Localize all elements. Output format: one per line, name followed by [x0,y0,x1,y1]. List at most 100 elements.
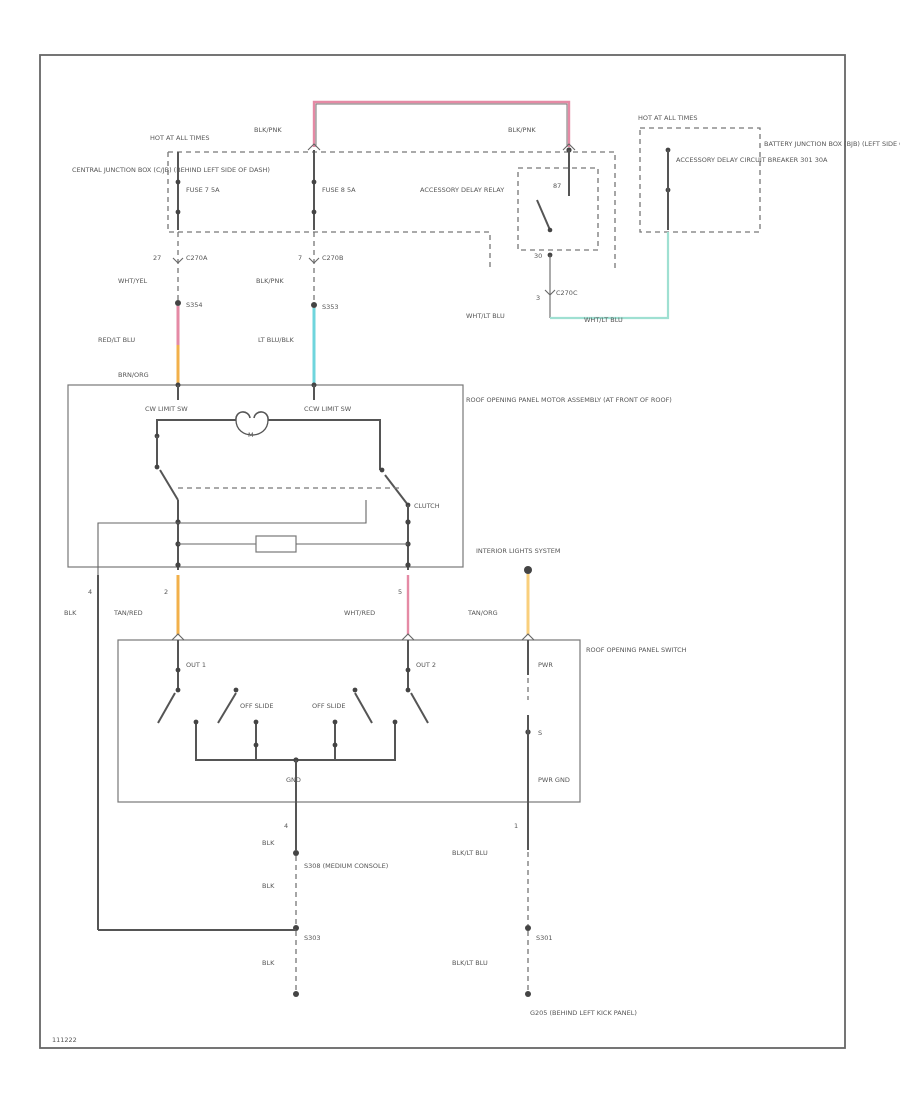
label-out1: OUT 1 [186,661,206,669]
out2-switch-arm-a [410,692,429,724]
label-s354: S354 [186,301,203,309]
label-blk-left: BLK [64,609,77,617]
ground-left-terminal [293,991,299,997]
label-tan-red: TAN/RED [113,609,143,617]
out1-terminal-2 [175,687,181,693]
switch-pin-5-connector [401,633,415,641]
label-motor-assembly: ROOF OPENING PANEL MOTOR ASSEMBLY (AT FR… [466,396,672,404]
label-blk-lt-blu-1: BLK/LT BLU [452,849,488,857]
label-s301: S301 [536,934,553,942]
label-red-lt-blu: RED/LT BLU [98,336,135,344]
label-relay-pin-30: 30 [534,252,542,260]
label-acc-delay-cb: ACCESSORY DELAY CIRCUIT BREAKER 301 30A [676,156,828,164]
out1-switch-arm-b [217,692,237,724]
ccw-limit-arm [384,474,409,506]
label-lamp-s: S [538,729,542,737]
blk-pnk-jumper-wire [312,100,571,147]
figure-code: 111222 [52,1036,77,1044]
accessory-delay-relay-box [517,167,599,251]
left-fuse-terminal-2 [175,209,181,215]
label-out2: OUT 2 [416,661,436,669]
switch-node-4 [392,719,398,725]
splice-s301 [525,925,531,931]
resistor [255,535,297,553]
interior-lights-terminal [524,566,532,574]
label-central-junction-box: CENTRAL JUNCTION BOX (C/JB) (BEHIND LEFT… [72,166,270,174]
off-slide-1-terminal [233,687,239,693]
label-pin-bottom-4: 4 [284,822,288,830]
label-pin-4: 4 [88,588,92,596]
label-hot-at-all-times: HOT AT ALL TIMES [150,134,210,142]
label-blk-lt-blu-2: BLK/LT BLU [452,959,488,967]
label-pwr: PWR [538,661,553,669]
label-c270a: C270A [186,254,208,262]
label-wht-lt-blu-left: WHT/LT BLU [466,312,505,320]
switch-node-3 [332,719,338,725]
label-ccw-limit: CCW LIMIT SW [304,405,352,413]
connector-c270a [172,257,184,264]
out2-terminal-2 [405,687,411,693]
label-pwr-gnd: PWR GND [538,776,570,784]
label-battery-jb: BATTERY JUNCTION BOX (BJB) (LEFT SIDE OF… [764,140,900,148]
switch-ground-bus-left [195,722,257,761]
label-fuse-mid: FUSE 8 5A [322,186,356,194]
motor-symbol [235,411,269,421]
splice-s308 [293,850,299,856]
label-g205: G205 (BEHIND LEFT KICK PANEL) [530,1009,637,1017]
label-pin-bottom-1: 1 [514,822,518,830]
motor-inner-loop [97,500,367,575]
label-panel-switch: ROOF OPENING PANEL SWITCH [586,646,687,654]
wht-lt-blu-link-wire [550,232,670,320]
label-tan-org: TAN/ORG [467,609,498,617]
splice-s353 [311,302,317,308]
label-pin-5: 5 [398,588,402,596]
switch-node-6 [332,742,338,748]
label-wht-red: WHT/RED [344,609,375,617]
out1-terminal [175,667,181,673]
g205-terminal [525,991,531,997]
motor-assembly-box [67,384,464,568]
label-pin-2: 2 [164,588,168,596]
motor-top-wire [156,419,381,470]
label-clutch: CLUTCH [414,502,440,510]
central-junction-box-outline [167,151,616,270]
label-c270c: C270C [556,289,578,297]
label-motor-m: M [248,431,254,439]
label-fuse-left: FUSE 7 5A [186,186,220,194]
off-slide-2-terminal [352,687,358,693]
label-gnd: GND [286,776,301,784]
diagram-border [39,54,846,1049]
panel-switch-box [117,639,581,803]
label-pin-7: 7 [298,254,302,262]
battery-junction-box-outline [639,127,761,233]
label-c270b: C270B [322,254,343,262]
switch-ground-bus-right [334,722,396,761]
motor-right-node-3 [405,562,411,568]
connector-mid-top [307,143,321,151]
splice-s354 [175,300,181,306]
motor-winding [235,419,269,436]
motor-right-node-1 [405,519,411,525]
label-pin-3: 3 [536,294,540,302]
label-cw-limit: CW LIMIT SW [145,405,188,413]
left-fuse-terminal [175,179,181,185]
switch-pin-2-connector [171,633,185,641]
connector-c270c [544,289,556,296]
label-pin-27: 27 [153,254,161,262]
ccw-limit-terminal [379,467,385,473]
label-s303: S303 [304,934,321,942]
label-interior-lights: INTERIOR LIGHTS SYSTEM [476,547,561,555]
label-blk-bottom-3: BLK [262,959,275,967]
label-blk-bottom-1: BLK [262,839,275,847]
out2-switch-arm-b [354,692,373,724]
label-blk-pnk-top-right: BLK/PNK [508,126,536,134]
switch-node-1 [193,719,199,725]
label-brn-org: BRN/ORG [118,371,149,379]
label-blk-pnk-mid: BLK/PNK [256,277,284,285]
label-s308: S308 (MEDIUM CONSOLE) [304,862,388,870]
label-s353: S353 [322,303,339,311]
connector-right-top [562,143,576,151]
cw-limit-terminal-2 [154,464,160,470]
cw-limit-arm [159,469,179,501]
